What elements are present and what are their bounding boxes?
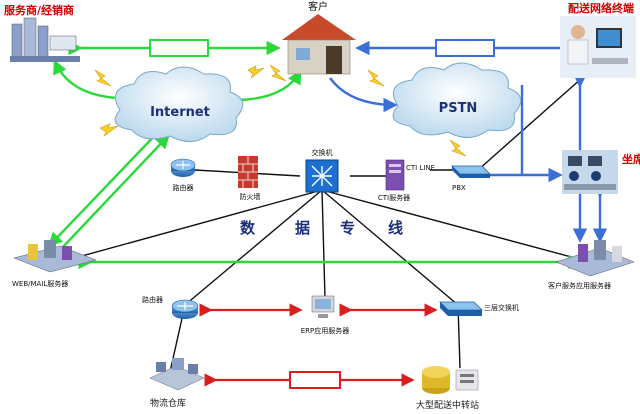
router-icon bbox=[170, 158, 196, 177]
web-mail-server-label: WEB/MAIL服务器 bbox=[12, 279, 68, 288]
router-bottom-label: 路由器 bbox=[142, 295, 163, 304]
cti-server-label: CTI服务器 bbox=[378, 193, 410, 202]
internet-label: Internet bbox=[150, 105, 210, 120]
customer-label: 客户 bbox=[308, 0, 328, 13]
cti-server-icon bbox=[385, 159, 405, 191]
router-bottom-icon bbox=[171, 299, 199, 319]
delivery-terminal-icon bbox=[560, 16, 636, 78]
warehouse-icon bbox=[149, 358, 205, 391]
warehouse-label: 物流仓库 bbox=[150, 397, 186, 409]
green-line-box bbox=[149, 39, 209, 57]
delivery-terminal-label: 配送网络终端 bbox=[568, 1, 634, 15]
firewall-icon bbox=[238, 156, 258, 188]
agent-seats-icon bbox=[562, 150, 618, 194]
pstn-label: PSTN bbox=[439, 101, 478, 116]
l3-switch-label: 三层交换机 bbox=[484, 303, 519, 312]
dedicated-line-char-4: 线 bbox=[388, 219, 403, 237]
internet-cloud: Internet bbox=[114, 66, 244, 142]
lightning-icons bbox=[94, 64, 467, 157]
transfer-station-icon bbox=[422, 366, 479, 394]
supplier-label: 服务商/经销商 bbox=[4, 3, 74, 17]
switch-icon bbox=[305, 159, 339, 193]
customer-house-icon bbox=[282, 14, 356, 75]
red-line-box bbox=[289, 371, 341, 389]
erp-server-label: ERP应用服务器 bbox=[301, 326, 350, 335]
customer-app-server-label: 客户服务应用服务器 bbox=[548, 281, 611, 290]
pstn-cloud: PSTN bbox=[392, 62, 522, 138]
dedicated-line-char-3: 专 bbox=[340, 219, 355, 237]
pbx-label: PBX bbox=[452, 184, 466, 192]
supplier-building-icon bbox=[10, 17, 80, 62]
web-mail-server-icon bbox=[13, 240, 97, 273]
green-links bbox=[48, 40, 583, 270]
switch-label: 交换机 bbox=[312, 148, 333, 157]
dedicated-line-title: 数 据 专 线 bbox=[240, 219, 403, 237]
dedicated-line-char-2: 据 bbox=[295, 219, 310, 237]
red-links bbox=[199, 303, 438, 387]
pbx-icon bbox=[451, 165, 491, 178]
firewall-label: 防火墙 bbox=[240, 192, 261, 201]
cti-line-label: CTI LINE bbox=[406, 164, 435, 172]
router-top-label: 路由器 bbox=[173, 183, 194, 192]
dedicated-line-char-1: 数 bbox=[240, 219, 256, 237]
blue-line-box bbox=[435, 39, 495, 57]
l3-switch-icon bbox=[439, 301, 483, 316]
agent-label: 坐席 bbox=[622, 152, 640, 166]
customer-app-server-icon bbox=[555, 240, 635, 277]
transfer-station-label: 大型配送中转站 bbox=[416, 399, 479, 411]
erp-server-icon bbox=[311, 295, 335, 318]
